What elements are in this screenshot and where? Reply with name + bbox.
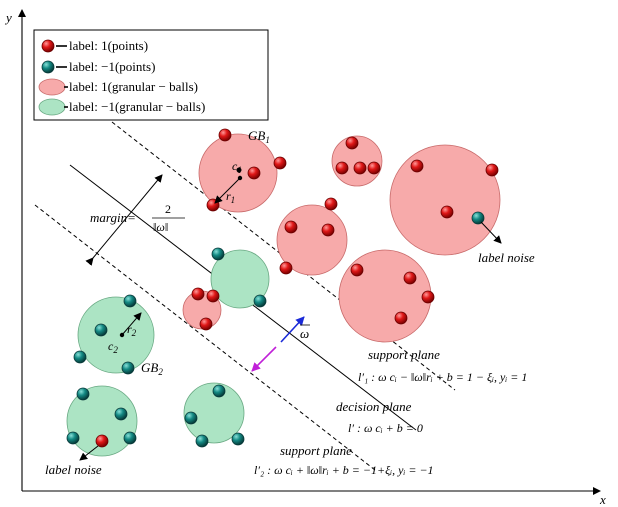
point-pos [199, 317, 213, 331]
omega-arrow [280, 316, 305, 343]
negative-balls [66, 249, 270, 457]
ball-pos-large-right [389, 144, 501, 256]
y-axis-label: y [4, 10, 12, 25]
label-noise-right: label noise [478, 250, 535, 265]
legend-item-point-neg: label: −1(points) [41, 59, 155, 74]
ball-neg-upper [210, 249, 270, 309]
point-neg [123, 294, 137, 308]
point-neg [195, 434, 209, 448]
legend-ball-pos-icon [38, 78, 66, 96]
gb1-label: GB1 [248, 128, 270, 145]
point-pos [247, 166, 261, 180]
point-pos [421, 290, 435, 304]
r1-label: r1 [226, 189, 235, 205]
legend-label: label: 1(points) [69, 38, 148, 53]
legend: label: 1(points) label: −1(points) label… [33, 29, 269, 121]
point-neg [231, 432, 245, 446]
point-pos [191, 287, 205, 301]
point-pos [218, 128, 232, 142]
ball-gb1 [198, 133, 278, 213]
positive-points [95, 128, 499, 448]
point-pos [206, 289, 220, 303]
support-plane-2-title: support plane [280, 443, 352, 458]
label-noise-right-arrow [480, 221, 502, 244]
point-neg [66, 431, 80, 445]
point-pos [403, 271, 417, 285]
legend-point-pos-icon [41, 39, 55, 53]
legend-point-neg-icon [41, 60, 55, 74]
negative-omega-arrow [251, 346, 277, 372]
point-pos [410, 159, 424, 173]
decision-plane-equation: l′ : ω cᵢ + b = 0 [348, 421, 423, 435]
decision-plane-title: decision plane [336, 399, 412, 414]
point-neg [211, 247, 225, 261]
support-plane-1-title: support plane [368, 347, 440, 362]
point-pos-label-noise [95, 434, 109, 448]
point-pos [345, 136, 359, 150]
c2-label: c2 [108, 339, 118, 355]
legend-label: label: −1(points) [69, 59, 155, 74]
point-neg [121, 361, 135, 375]
point-pos [273, 156, 287, 170]
negative-points [66, 211, 485, 448]
axes: y x [4, 9, 606, 507]
point-pos [321, 223, 335, 237]
point-neg [76, 387, 90, 401]
point-pos [485, 163, 499, 177]
point-neg [73, 350, 87, 364]
legend-item-ball-neg: label: −1(granular − balls) [38, 98, 205, 116]
margin-arrow [85, 174, 163, 266]
label-noise-left: label noise [45, 462, 102, 477]
radius-markers [119, 175, 243, 338]
annotations: GB1 c1 r1 r2 c2 GB2 margin= 2 ‖ω‖ ω labe… [45, 128, 535, 477]
legend-item-ball-pos: label: 1(granular − balls) [38, 78, 198, 96]
legend-label: label: 1(granular − balls) [69, 79, 198, 94]
point-neg-label-noise [471, 211, 485, 225]
support-plane-2-equation: l′₂ : ω cᵢ + ‖ω‖rᵢ + b = −1+ξᵢ, yᵢ = −1 [254, 463, 434, 477]
margin-label: margin= [90, 210, 136, 225]
legend-ball-neg-icon [38, 98, 66, 116]
point-neg [123, 431, 137, 445]
point-pos [324, 197, 338, 211]
ball-neg-bottom-left [66, 385, 138, 457]
point-pos [236, 167, 242, 173]
legend-box [33, 29, 269, 121]
point-neg [184, 411, 198, 425]
point-pos [350, 263, 364, 277]
r2-label: r2 [127, 322, 137, 338]
c1-label: c1 [232, 159, 242, 175]
point-neg [253, 294, 267, 308]
point-pos [335, 161, 349, 175]
r1-arrow [214, 177, 241, 204]
point-neg [94, 323, 108, 337]
x-axis-label: x [599, 492, 606, 507]
margin-numerator: 2 [165, 202, 171, 216]
point-pos [279, 261, 293, 275]
point-pos [353, 161, 367, 175]
point-neg [114, 407, 128, 421]
support-plane-1-equation: l′₁ : ω cᵢ − ‖ω‖rᵢ + b = 1 − ξᵢ, yᵢ = 1 [358, 370, 527, 384]
c2-dot [119, 332, 125, 338]
r2-arrow [121, 312, 142, 336]
ball-neg-bottom-mid [183, 382, 245, 444]
omega-label: ω [300, 326, 309, 341]
gb2-label: GB2 [141, 360, 163, 377]
legend-item-point-pos: label: 1(points) [41, 38, 148, 53]
point-pos [394, 311, 408, 325]
legend-label: label: −1(granular − balls) [69, 99, 205, 114]
point-pos [440, 205, 454, 219]
ball-pos-lower-right [338, 249, 432, 343]
label-noise-left-arrow [79, 445, 99, 461]
point-neg [212, 384, 226, 398]
point-pos [284, 220, 298, 234]
point-pos [367, 161, 381, 175]
margin-denominator: ‖ω‖ [153, 220, 168, 234]
c1-dot [237, 175, 243, 181]
